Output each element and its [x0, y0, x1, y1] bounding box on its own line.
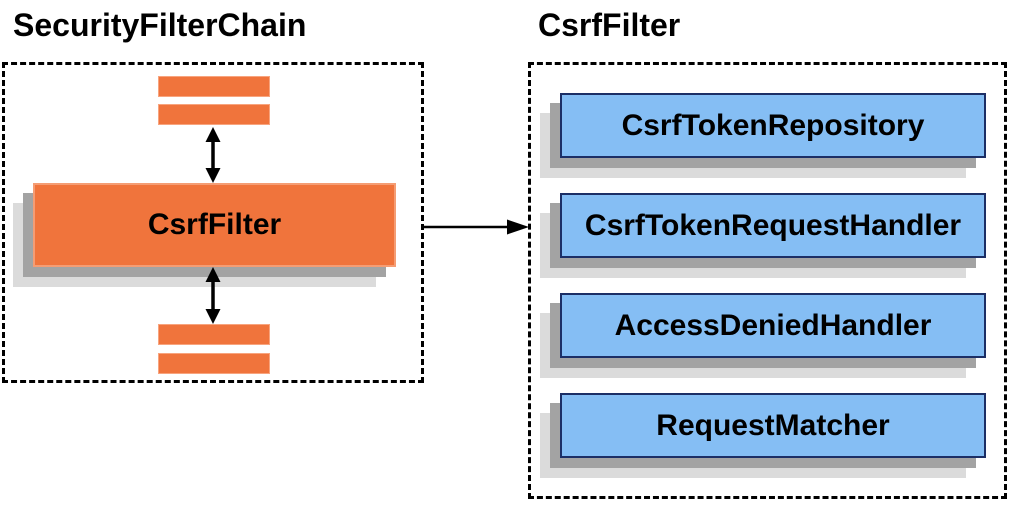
- filter-bar: [158, 76, 270, 97]
- double-arrow-icon: [205, 267, 221, 324]
- component-label: RequestMatcher: [656, 408, 890, 442]
- csrf-filter-box-label: CsrfFilter: [147, 208, 282, 241]
- csrf-filter-frame: [528, 62, 1007, 499]
- csrf-filter-box: CsrfFilter: [33, 183, 396, 267]
- csrf-filter-title: CsrfFilter: [538, 7, 681, 43]
- component-box-request-matcher: RequestMatcher: [560, 393, 986, 458]
- flow-arrow-icon: [424, 219, 529, 235]
- component-box-csrf-token-request-handler: CsrfTokenRequestHandler: [560, 193, 986, 258]
- filter-bar: [158, 324, 270, 345]
- component-label: CsrfTokenRequestHandler: [584, 208, 962, 242]
- security-filter-chain-title: SecurityFilterChain: [13, 7, 307, 43]
- component-label: AccessDeniedHandler: [614, 308, 932, 342]
- security-filter-chain-frame: [2, 62, 424, 383]
- filter-bar: [158, 104, 270, 125]
- filter-bar: [158, 353, 270, 374]
- component-box-csrf-token-repository: CsrfTokenRepository: [560, 93, 986, 158]
- double-arrow-icon: [205, 127, 221, 183]
- component-label: CsrfTokenRepository: [621, 108, 925, 142]
- component-box-access-denied-handler: AccessDeniedHandler: [560, 293, 986, 358]
